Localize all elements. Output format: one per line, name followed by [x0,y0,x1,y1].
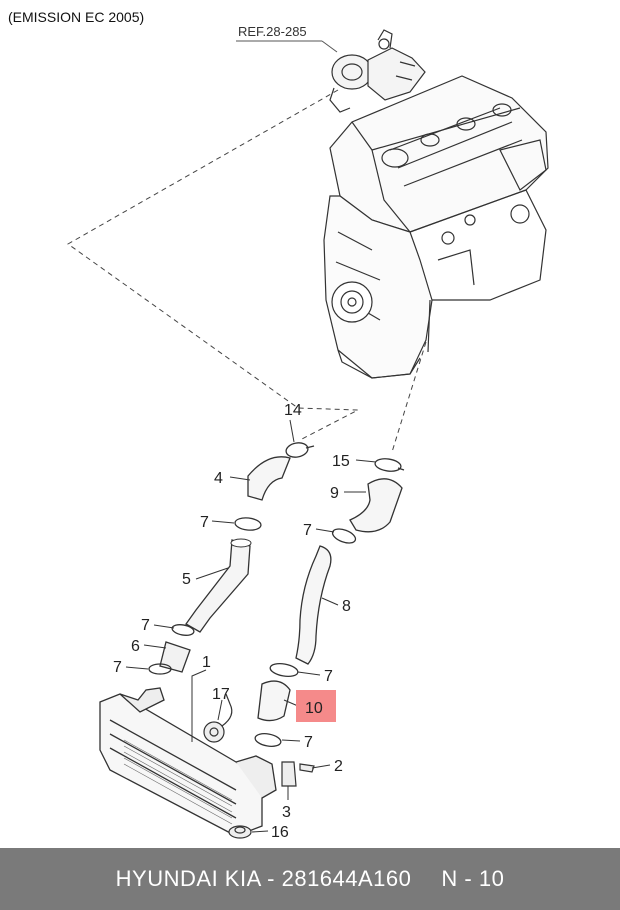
hose-9[interactable] [349,478,403,533]
hose-8[interactable] [295,545,332,665]
page-number-text: N - 10 [441,866,505,891]
clamp-7e[interactable] [269,662,299,679]
callout-15: 15 [332,453,350,470]
callout-7a: 7 [200,514,209,531]
grommet-16[interactable] [228,825,252,839]
clamp-7b[interactable] [331,526,358,545]
callout-labels: 14 4 15 9 7 7 5 8 7 6 7 1 17 7 10 7 2 3 … [113,402,351,841]
reference-leader [321,40,338,53]
hose-6[interactable] [159,641,191,673]
callout-5: 5 [182,571,191,588]
callout-9: 9 [330,485,339,502]
callout-1: 1 [202,654,211,671]
callout-7d: 7 [113,659,122,676]
clamp-7a[interactable] [234,517,262,532]
callout-6: 6 [131,638,140,655]
callout-4: 4 [214,470,223,487]
callout-7c: 7 [141,617,150,634]
pipe-5[interactable] [185,539,251,633]
highlight-box [296,690,336,722]
clamp-7d[interactable] [148,663,172,675]
bolt-2[interactable] [299,763,315,773]
callout-2: 2 [334,758,343,775]
callout-7e: 7 [324,668,333,685]
callout-14: 14 [284,402,302,419]
hose-10[interactable] [257,680,291,722]
hose-4[interactable] [247,456,291,501]
callout-8: 8 [342,598,351,615]
callout-10: 10 [305,700,323,717]
leader-lines [67,89,427,453]
clamp-15[interactable] [374,457,405,473]
callout-3: 3 [282,804,291,821]
callout-leaders [125,419,377,833]
sensor-17[interactable] [203,693,233,743]
turbocharger [329,29,426,113]
parts-diagram: (EMISSION EC 2005) REF.28-285 [8,9,549,841]
callout-7b: 7 [303,522,312,539]
pipe-5-end [230,538,252,548]
clamp-7f[interactable] [254,732,282,748]
callout-7f: 7 [304,734,313,751]
emission-caption: (EMISSION EC 2005) [8,9,144,25]
footer-bar: HYUNDAI KIA - 281644A160 N - 10 [0,848,620,910]
clamp-14[interactable] [285,441,315,459]
reference-label[interactable]: REF.28-285 [238,24,307,39]
part-number-text: HYUNDAI KIA - 281644A160 [115,866,412,891]
bracket-3[interactable] [281,761,297,787]
callout-17: 17 [212,686,230,703]
engine-assembly [323,29,549,379]
callout-16: 16 [271,824,289,841]
intercooler-1[interactable] [99,687,277,837]
